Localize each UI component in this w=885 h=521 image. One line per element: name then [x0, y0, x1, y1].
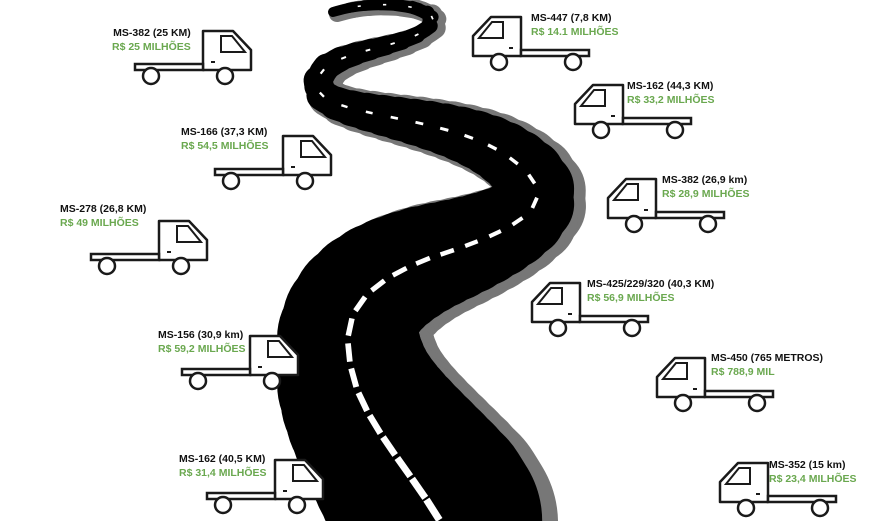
lane-dash — [319, 91, 325, 98]
lane-dash — [380, 435, 398, 457]
road-investment: R$ 59,2 MILHÕES — [158, 343, 246, 355]
road-label: MS-156 (30,9 km) R$ 59,2 MILHÕES — [158, 328, 246, 356]
road-investment: R$ 33,2 MILHÕES — [627, 94, 715, 106]
lane-dash — [353, 295, 368, 313]
road-name: MS-382 (25 KM) — [113, 27, 191, 39]
truck-icon — [653, 353, 775, 413]
lane-dash — [355, 391, 370, 413]
lane-dash — [348, 367, 360, 388]
road-investment: R$ 31,4 MILHÕES — [179, 467, 267, 479]
road-label: MS-382 (26,9 km) R$ 28,9 MILHÕES — [662, 173, 750, 201]
road-label: MS-447 (7,8 KM) R$ 14.1 MILHÕES — [531, 11, 619, 39]
lane-dash — [487, 143, 498, 151]
lane-dash — [439, 126, 449, 132]
lane-dash — [319, 68, 325, 75]
road-label: MS-166 (37,3 KM) R$ 54,5 MILHÕES — [181, 125, 269, 153]
truck-icon — [469, 12, 591, 72]
road-label: MS-162 (44,3 KM) R$ 33,2 MILHÕES — [627, 79, 715, 107]
truck-icon — [571, 80, 693, 140]
road-name: MS-425/229/320 (40,3 KM) — [587, 278, 715, 290]
road-name: MS-382 (26,9 km) — [662, 174, 748, 186]
lane-dash — [390, 115, 399, 120]
lane-dash — [415, 255, 431, 266]
truck-icon — [133, 26, 255, 86]
road-investment: R$ 28,9 MILHÕES — [662, 188, 750, 200]
road-label: MS-450 (765 METROS) R$ 788,9 MIL — [711, 351, 823, 379]
lane-dash — [511, 216, 524, 227]
road-name: MS-352 (15 km) — [769, 459, 846, 471]
road-name: MS-162 (44,3 KM) — [627, 80, 714, 92]
lane-dash — [370, 278, 387, 293]
lane-dash — [463, 133, 474, 140]
road-investment: R$ 25 MILHÕES — [112, 41, 191, 53]
road-label: MS-382 (25 KM) R$ 25 MILHÕES — [112, 26, 191, 54]
lane-dash — [340, 55, 347, 60]
lane-dash — [365, 48, 371, 52]
lane-dash — [366, 413, 384, 435]
lane-dash — [390, 42, 396, 46]
road-name: MS-162 (40,5 KM) — [179, 453, 266, 465]
road-investment: R$ 788,9 MIL — [711, 366, 775, 378]
lane-dash — [464, 239, 479, 249]
lane-dash — [394, 456, 414, 479]
road-investment: R$ 49 MILHÕES — [60, 217, 139, 229]
lane-dash — [488, 229, 502, 239]
truck-icon — [180, 331, 302, 391]
road-name: MS-447 (7,8 KM) — [531, 12, 612, 24]
road-investment: R$ 54,5 MILHÕES — [181, 140, 269, 152]
truck-icon — [205, 455, 327, 515]
road-name: MS-450 (765 METROS) — [711, 352, 824, 364]
lane-dash — [414, 33, 419, 37]
lane-dash — [345, 343, 353, 362]
truck-icon — [604, 174, 726, 234]
road-label: MS-425/229/320 (40,3 KM) R$ 56,9 MILHÕES — [587, 277, 714, 305]
road-name: MS-166 (37,3 KM) — [181, 126, 268, 138]
truck-icon — [213, 131, 335, 191]
truck-icon — [89, 216, 211, 276]
lane-dash — [423, 497, 443, 521]
road-label: MS-162 (40,5 KM) R$ 31,4 MILHÕES — [179, 452, 267, 480]
lane-dash — [415, 120, 424, 126]
lane-dash — [508, 156, 519, 166]
truck-icon — [528, 278, 650, 338]
lane-dash — [530, 196, 539, 209]
lane-dash — [439, 247, 455, 257]
lane-dash — [365, 110, 373, 115]
road-label: MS-278 (26,8 KM) R$ 49 MILHÕES — [60, 202, 146, 230]
lane-dash — [408, 5, 412, 9]
road-name: MS-156 (30,9 km) — [158, 329, 244, 341]
road-investment: R$ 23,4 MILHÕES — [769, 473, 857, 485]
lane-dash — [430, 15, 434, 20]
lane-dash — [391, 265, 408, 278]
lane-dash — [345, 317, 355, 337]
road-investment: R$ 14.1 MILHÕES — [531, 26, 619, 38]
road-label: MS-352 (15 km) R$ 23,4 MILHÕES — [769, 458, 857, 486]
lane-dash — [527, 173, 537, 185]
truck-icon — [716, 458, 838, 518]
road-name: MS-278 (26,8 KM) — [60, 203, 147, 215]
lane-dash — [341, 104, 348, 109]
road-investment: R$ 56,9 MILHÕES — [587, 292, 675, 304]
lane-dash — [409, 476, 429, 500]
